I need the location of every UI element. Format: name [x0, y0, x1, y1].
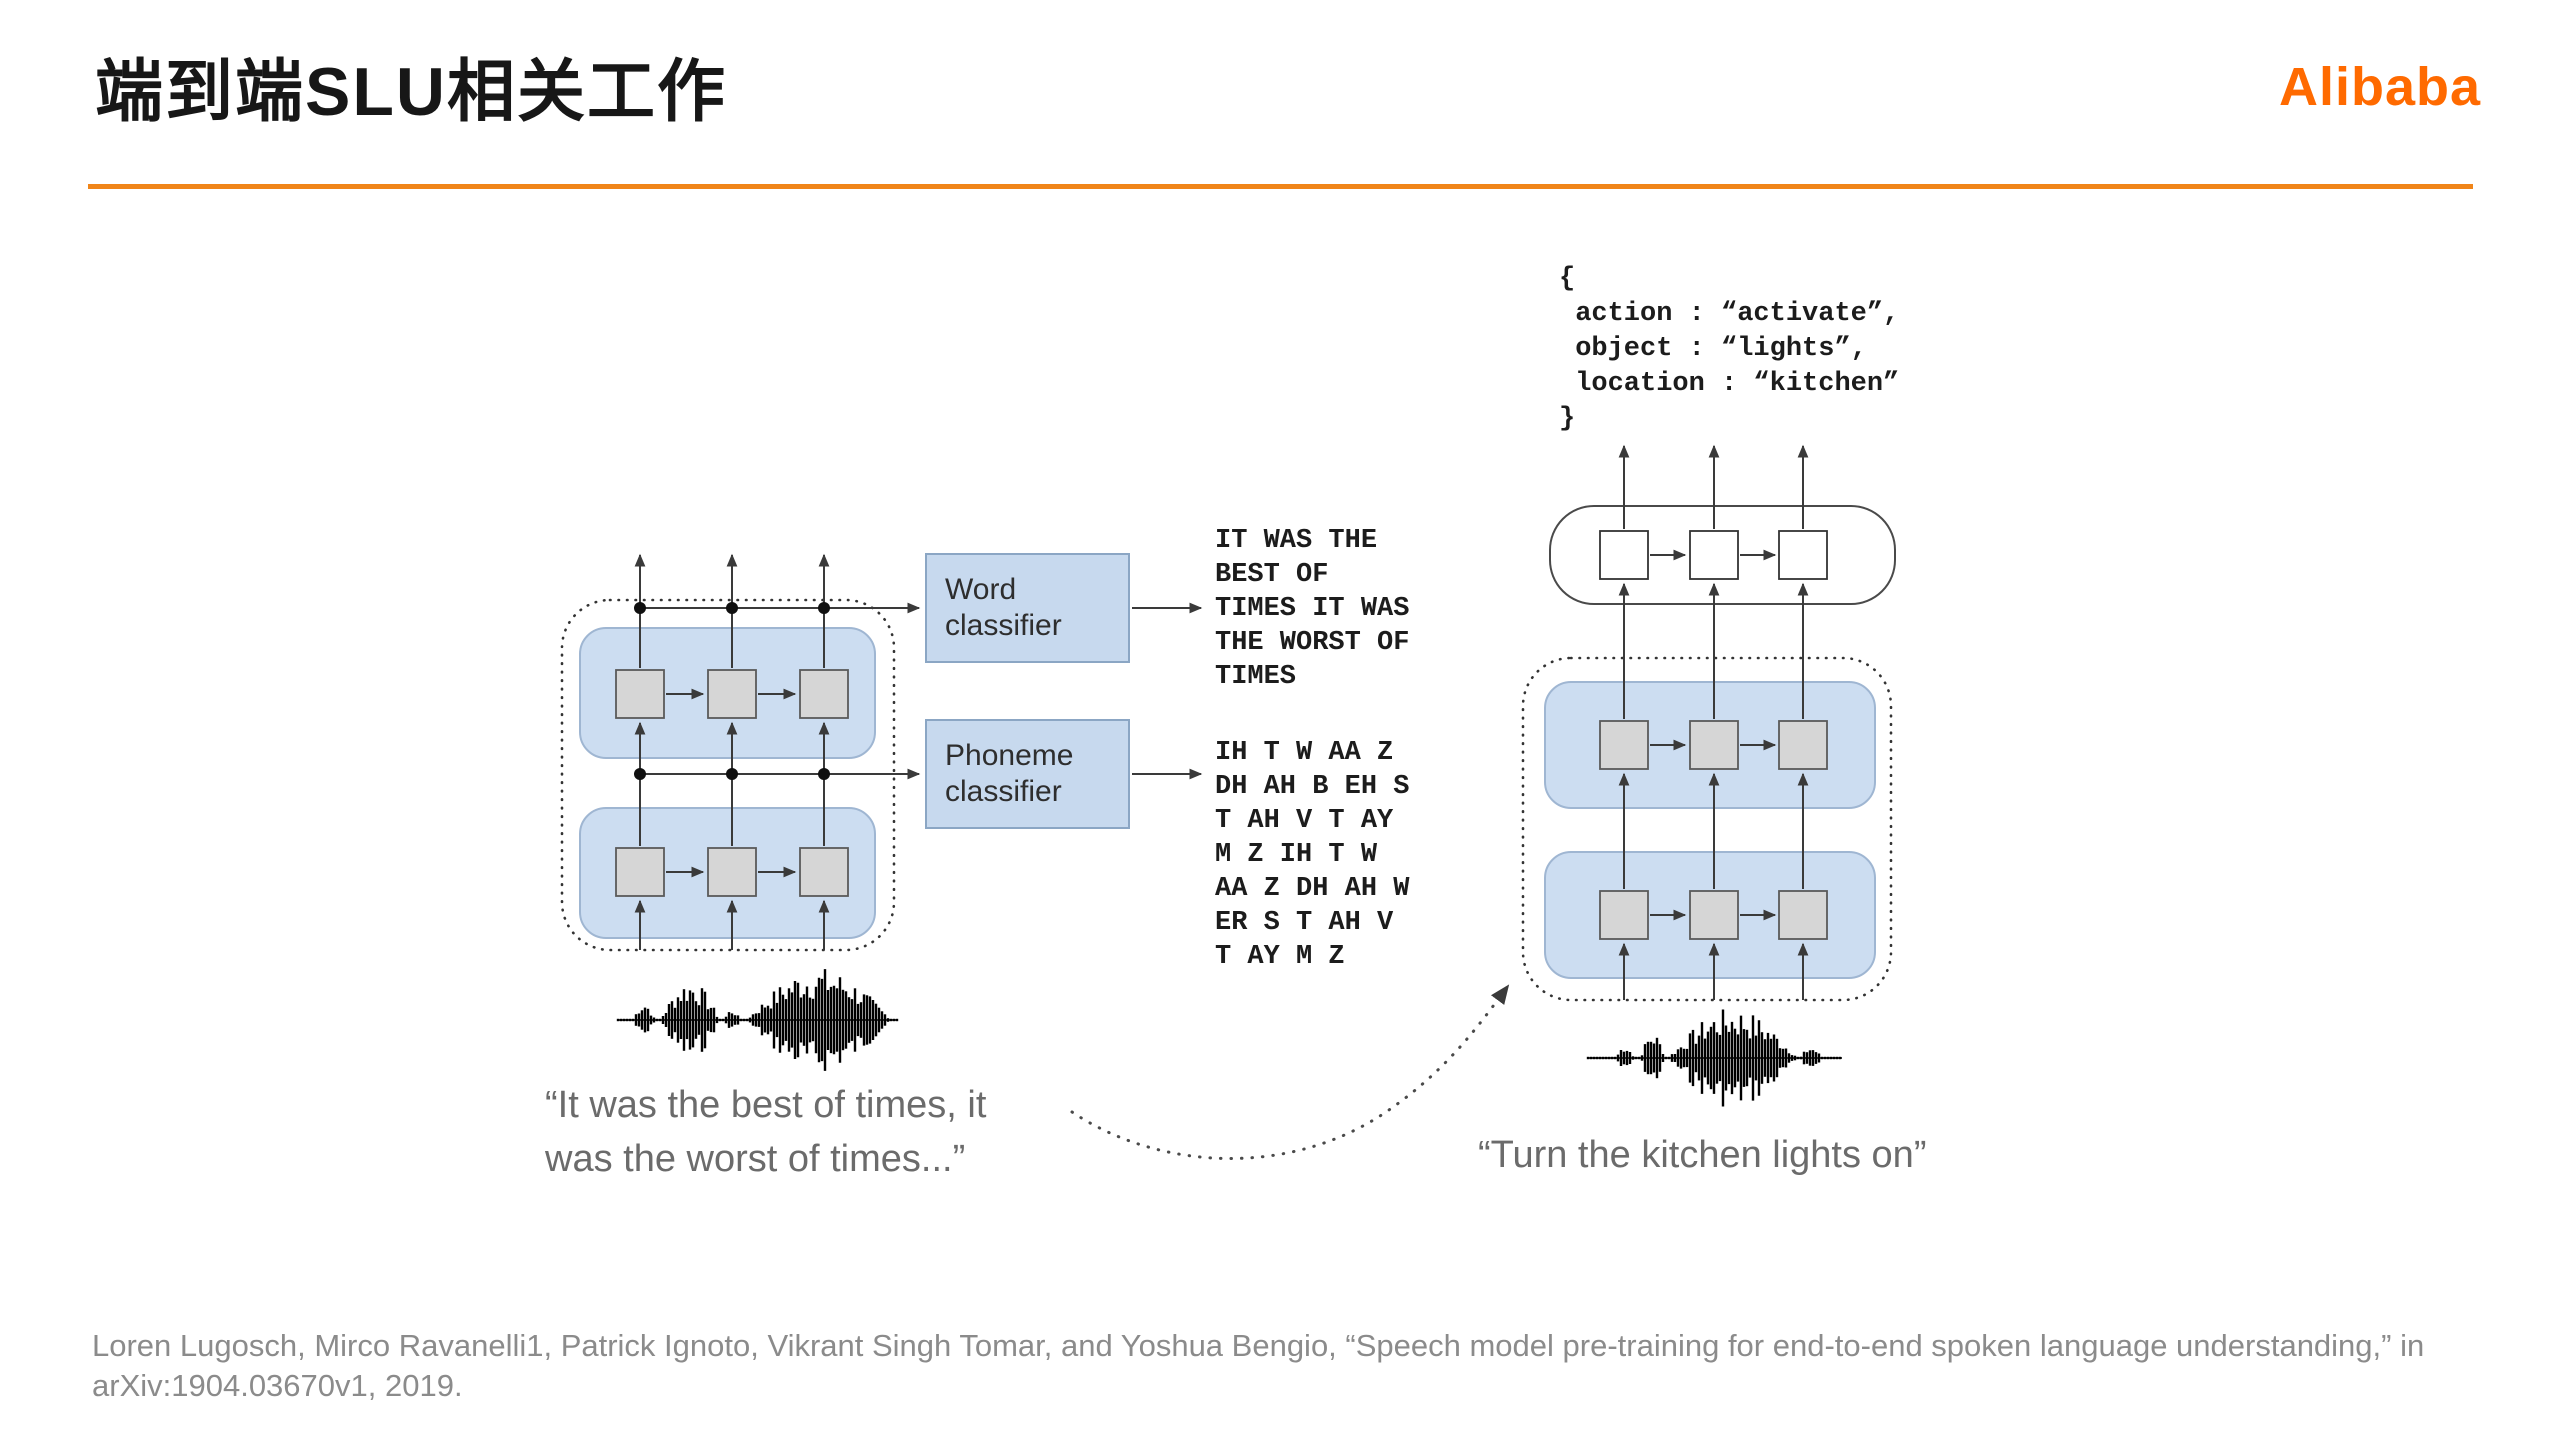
- left-dotted-boundary: [560, 598, 896, 952]
- accent-divider: [88, 184, 2473, 189]
- intent-output-text: { action : “activate”, object : “lights”…: [1559, 264, 1900, 434]
- audio-waveform-right: [1586, 1009, 1842, 1107]
- right-utterance-quote: “Turn the kitchen lights on”: [1478, 1134, 1927, 1176]
- phoneme-classifier-box: Phoneme classifier: [925, 719, 1130, 829]
- word-output-text: IT WAS THE BEST OF TIMES IT WAS THE WORS…: [1215, 526, 1410, 692]
- phoneme-output-text: IH T W AA Z DH AH B EH S T AH V T AY M Z…: [1215, 738, 1410, 972]
- phoneme-classifier-label: Phoneme classifier: [945, 739, 1074, 808]
- left-utterance-quote: “It was the best of times, it was the wo…: [545, 1084, 987, 1180]
- left-network: [560, 553, 1203, 952]
- word-classifier-box: Word classifier: [925, 553, 1130, 663]
- alibaba-logo: Alibaba: [2278, 57, 2481, 117]
- transfer-arrow: [1070, 984, 1510, 1160]
- word-classifier-label: Word classifier: [945, 573, 1062, 642]
- right-dotted-boundary: [1521, 656, 1893, 1002]
- page-title: 端到端SLU相关工作: [95, 54, 728, 130]
- audio-waveform-left: [616, 969, 899, 1071]
- right-network: [1521, 444, 1896, 1002]
- citation: Loren Lugosch, Mirco Ravanelli1, Patrick…: [92, 1328, 2425, 1403]
